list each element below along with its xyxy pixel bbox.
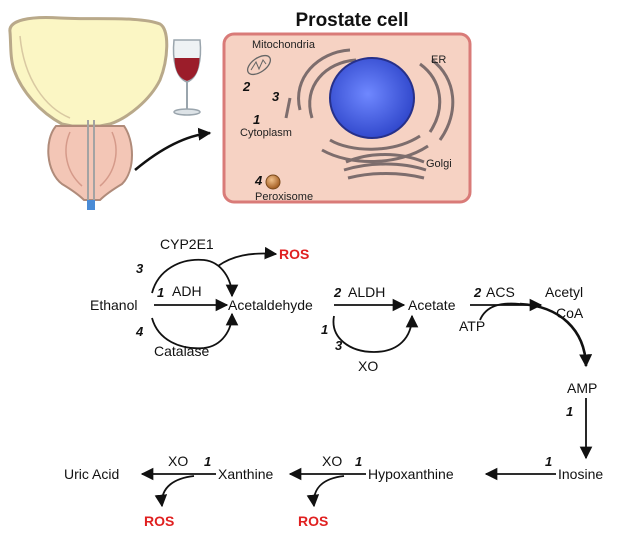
num-acs: 2 — [473, 285, 482, 300]
num-cyp2e1: 3 — [136, 261, 144, 276]
er-structure — [284, 48, 455, 164]
num-perox: 4 — [254, 173, 263, 188]
wine-glass-icon — [172, 39, 202, 116]
to-cell-arrow — [134, 127, 212, 171]
enzyme-xo-xanthine: XO — [168, 453, 188, 469]
node-acetaldehyde: Acetaldehyde — [228, 297, 313, 313]
num-aldh: 2 — [333, 285, 342, 300]
num-xanthine: 1 — [204, 454, 211, 469]
nucleus — [329, 57, 415, 139]
num-adh: 1 — [157, 285, 164, 300]
enzyme-cyp2e1: CYP2E1 — [160, 236, 214, 252]
num-inosine: 1 — [545, 454, 552, 469]
ros-cyp2e1: ROS — [279, 246, 309, 262]
node-xanthine: Xanthine — [218, 466, 273, 482]
num-amp: 1 — [566, 404, 573, 419]
cell-title: Prostate cell — [296, 10, 409, 31]
label-peroxisome: Peroxisome — [255, 191, 313, 203]
golgi-structure — [343, 153, 427, 180]
pathway: Ethanol Acetaldehyde Acetate Acetyl CoA … — [64, 236, 603, 529]
bladder-prostate-illustration — [8, 16, 169, 210]
node-amp: AMP — [567, 380, 597, 396]
prostate-cell: Mitochondria ER Cytoplasm Golgi Peroxiso… — [222, 32, 472, 204]
num-xo-b: 3 — [335, 338, 343, 353]
label-er: ER — [431, 54, 446, 66]
enzyme-xo-hypoxanthine: XO — [322, 453, 342, 469]
num-mito: 2 — [242, 79, 251, 94]
label-mitochondria: Mitochondria — [252, 39, 316, 51]
node-inosine: Inosine — [558, 466, 603, 482]
num-cyto: 1 — [253, 112, 260, 127]
mitochondria-icon — [246, 54, 272, 76]
num-xo-a: 1 — [321, 322, 328, 337]
node-coa: CoA — [556, 305, 584, 321]
ros-xanthine: ROS — [144, 513, 174, 529]
enzyme-aldh: ALDH — [348, 284, 385, 300]
node-acetate: Acetate — [408, 297, 456, 313]
ros-hypoxanthine: ROS — [298, 513, 328, 529]
node-uric-acid: Uric Acid — [64, 466, 119, 482]
peroxisome-icon — [265, 174, 281, 190]
enzyme-xo-acetaldehyde: XO — [358, 358, 378, 374]
num-catalase: 4 — [135, 324, 144, 339]
node-acetyl: Acetyl — [545, 284, 583, 300]
enzyme-adh: ADH — [172, 283, 202, 299]
label-cytoplasm: Cytoplasm — [240, 127, 292, 139]
enzyme-acs: ACS — [486, 284, 515, 300]
node-ethanol: Ethanol — [90, 297, 137, 313]
node-atp: ATP — [459, 318, 485, 334]
node-hypoxanthine: Hypoxanthine — [368, 466, 454, 482]
bladder-icon — [8, 16, 169, 128]
enzyme-catalase: Catalase — [154, 343, 209, 359]
num-hypoxanthine: 1 — [355, 454, 362, 469]
urethra-icon — [87, 120, 95, 210]
label-golgi: Golgi — [426, 158, 452, 170]
num-er: 3 — [272, 89, 280, 104]
prostate-icon — [47, 125, 133, 201]
